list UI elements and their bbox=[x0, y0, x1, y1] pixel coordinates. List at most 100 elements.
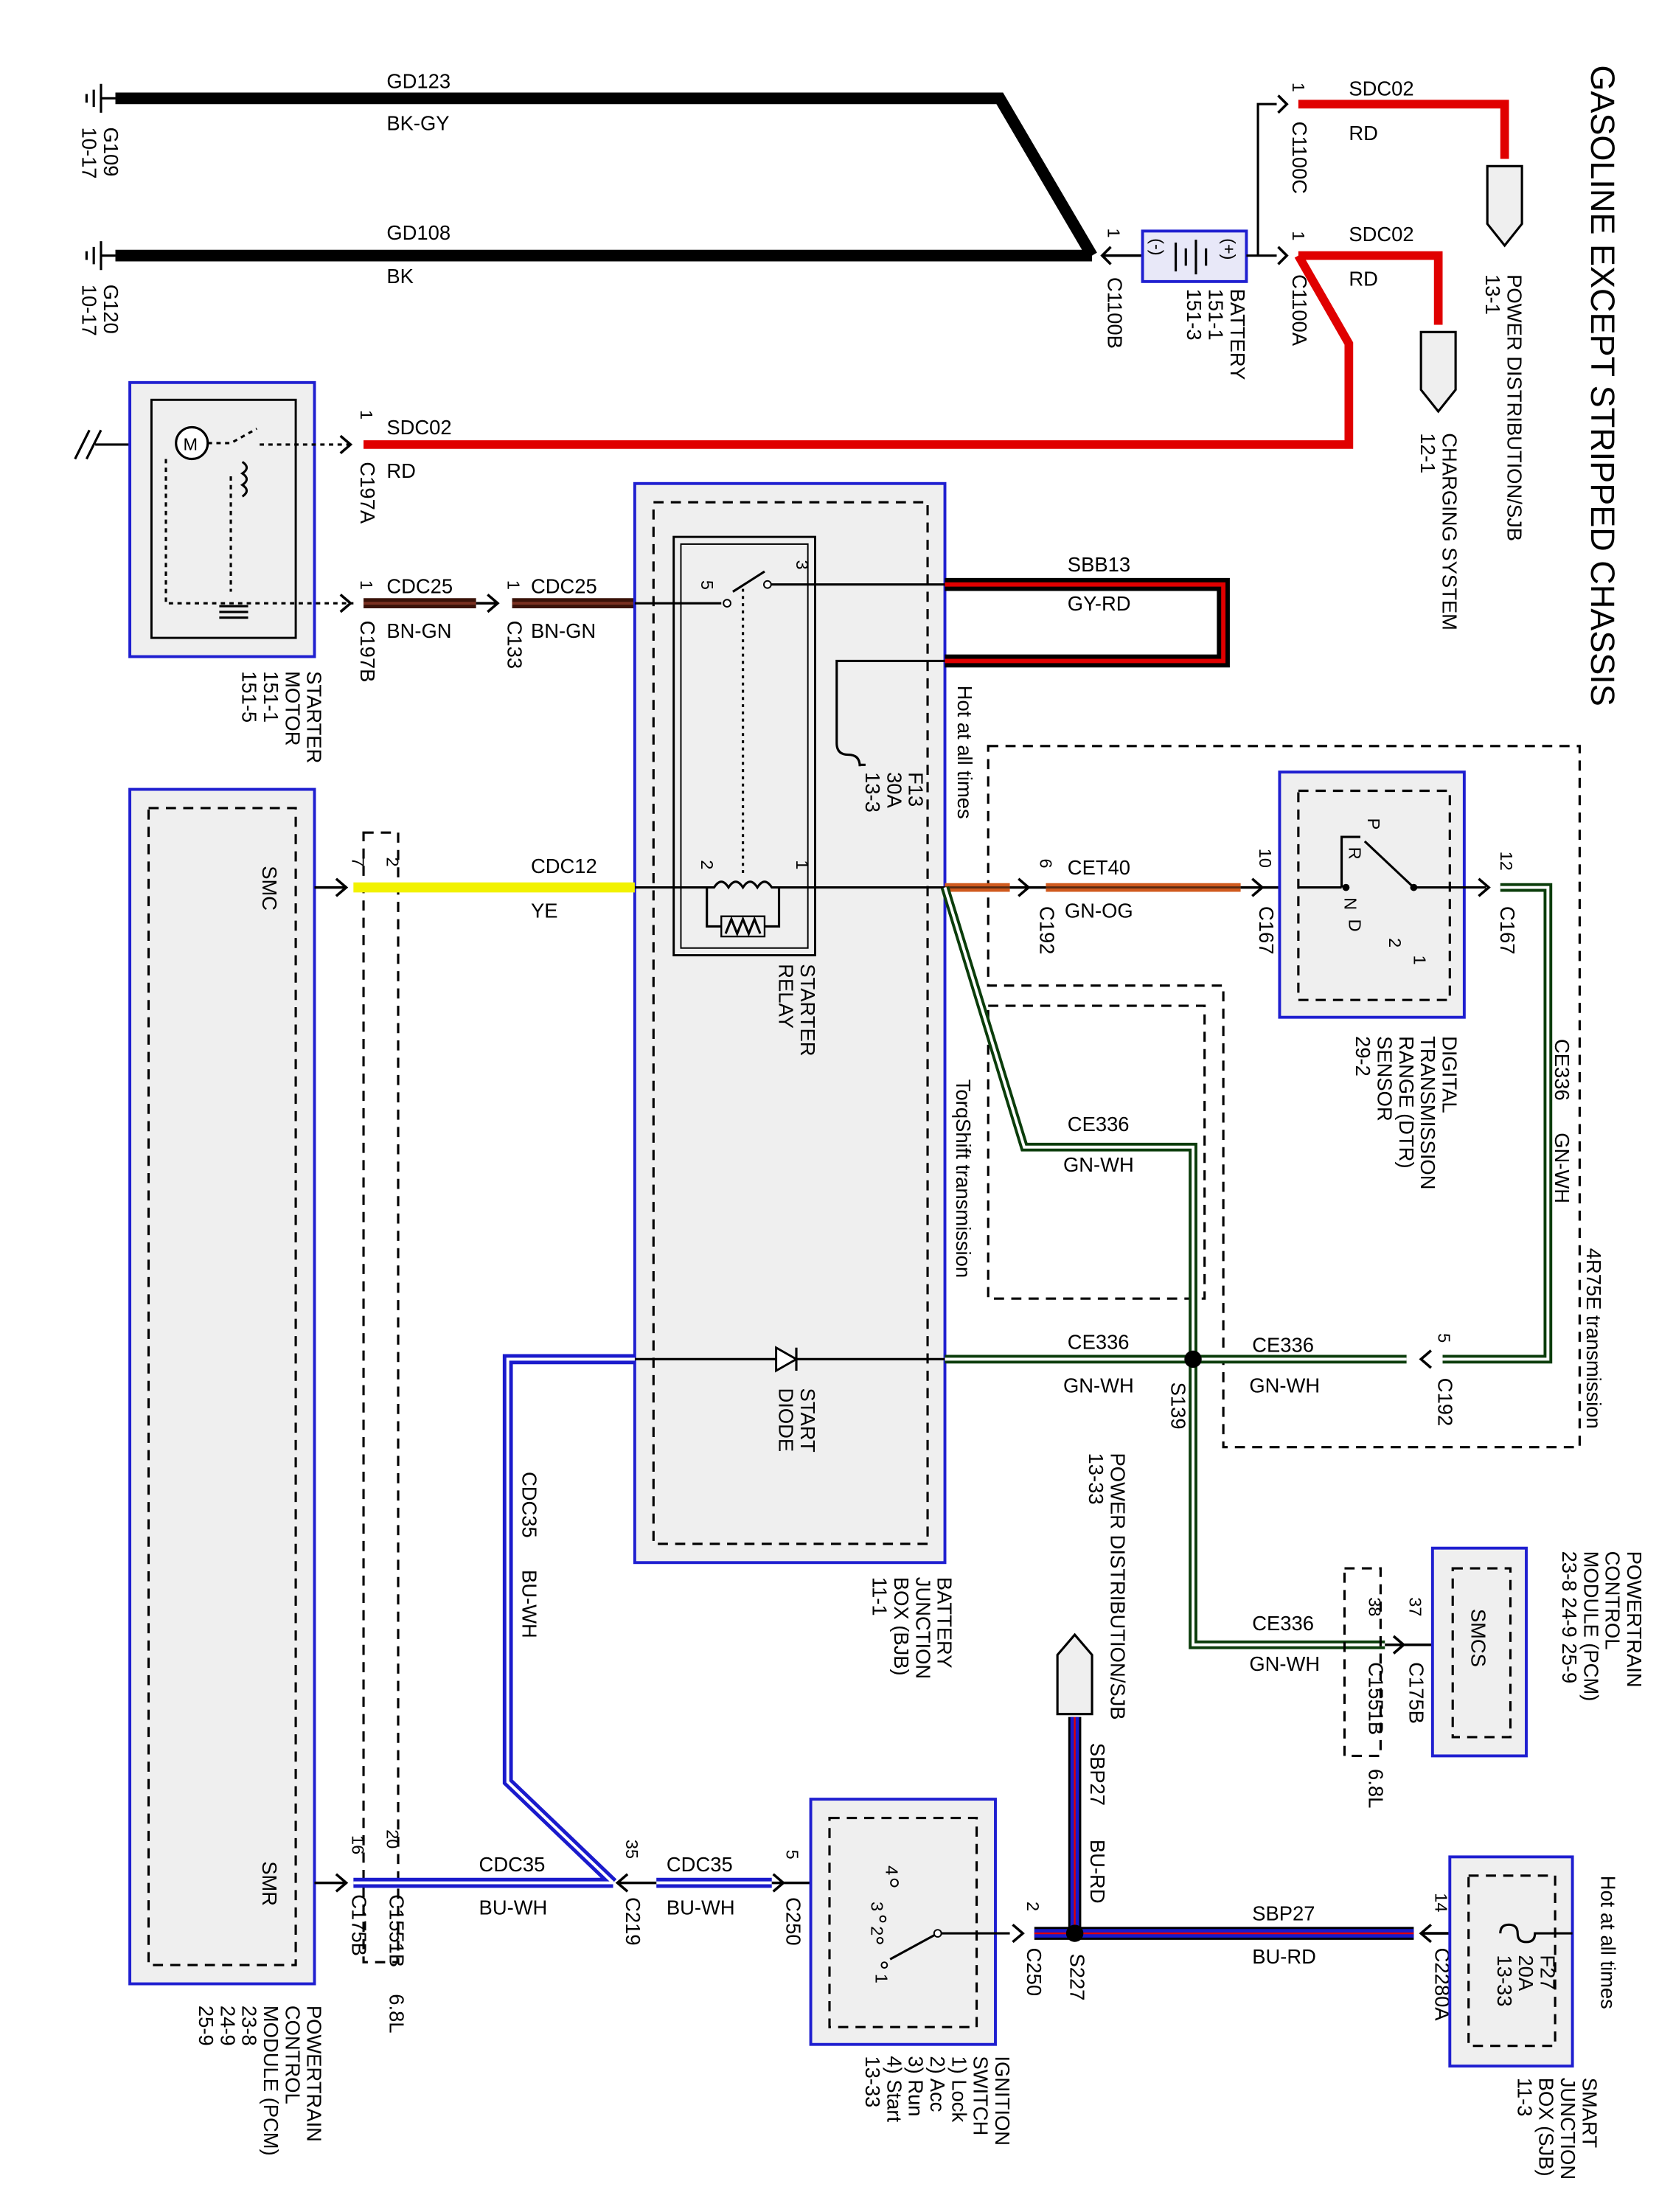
ground-g109: G109 10-17 bbox=[78, 83, 122, 179]
svg-text:BATTERY: BATTERY bbox=[933, 1577, 956, 1669]
wire-label: CE336 bbox=[1551, 1039, 1573, 1101]
connector-c1100b: 1 C1100B bbox=[1100, 228, 1143, 349]
svg-text:37: 37 bbox=[1406, 1597, 1425, 1616]
connector-c197a: 1 C197A bbox=[339, 410, 379, 524]
svg-text:(-): (-) bbox=[1147, 238, 1166, 255]
wire-color: RD bbox=[1349, 268, 1378, 291]
connector-c133: 1 C133 bbox=[476, 580, 526, 669]
wire-color: BN-GN bbox=[531, 619, 596, 642]
charging-system-connector[interactable]: CHARGING SYSTEM 12-1 bbox=[1416, 330, 1461, 630]
wire-label: SDC02 bbox=[386, 416, 451, 439]
wire-color: GN-WH bbox=[1063, 1374, 1134, 1397]
svg-text:1: 1 bbox=[1289, 231, 1308, 240]
wire-color: BU-WH bbox=[667, 1896, 735, 1919]
svg-text:G120: G120 bbox=[100, 285, 122, 334]
svg-text:RELAY: RELAY bbox=[775, 964, 798, 1029]
wire-color: RD bbox=[1349, 122, 1378, 145]
wire-gd123 bbox=[115, 92, 1097, 259]
svg-text:BATTERY: BATTERY bbox=[1226, 289, 1249, 380]
svg-text:3: 3 bbox=[868, 1902, 887, 1911]
svg-text:BOX (BJB): BOX (BJB) bbox=[890, 1577, 913, 1676]
wire-label: CDC25 bbox=[531, 574, 597, 597]
connector-c167-10: 10 C167 bbox=[1240, 849, 1298, 954]
wire-color: BU-WH bbox=[479, 1896, 548, 1919]
svg-text:S227: S227 bbox=[1066, 1953, 1089, 2000]
wire-label: SDC02 bbox=[1349, 77, 1413, 100]
svg-text:DIODE: DIODE bbox=[775, 1388, 798, 1453]
svg-text:1) Lock: 1) Lock bbox=[947, 2056, 970, 2122]
svg-text:SMR: SMR bbox=[258, 1861, 281, 1906]
svg-text:151-1: 151-1 bbox=[260, 671, 282, 723]
svg-text:6: 6 bbox=[1037, 858, 1056, 868]
svg-text:11-1: 11-1 bbox=[869, 1577, 891, 1616]
wire-label: CDC35 bbox=[479, 1853, 546, 1876]
wire-color: BK-GY bbox=[386, 111, 449, 134]
svg-text:3: 3 bbox=[793, 560, 812, 569]
svg-text:CONTROL: CONTROL bbox=[1601, 1551, 1624, 1650]
wire-label: SBP27 bbox=[1252, 1902, 1315, 1924]
wire-label: CE336 bbox=[1252, 1612, 1314, 1635]
svg-text:SWITCH: SWITCH bbox=[970, 2056, 992, 2135]
svg-text:F27: F27 bbox=[1537, 1955, 1559, 1989]
hot-at-all-times-label: Hot at all times bbox=[1597, 1876, 1620, 2009]
svg-text:SMART: SMART bbox=[1578, 2078, 1601, 2149]
wire-label: CE336 bbox=[1252, 1334, 1314, 1357]
svg-text:RANGE (DTR): RANGE (DTR) bbox=[1395, 1036, 1418, 1168]
svg-text:30A: 30A bbox=[883, 772, 905, 808]
connector-c1100c: 1 C1100C bbox=[1277, 83, 1311, 194]
wire-color: BU-RD bbox=[1252, 1945, 1316, 1968]
battery: (-) (+) BATTERY 151-1 151-3 bbox=[1141, 229, 1249, 380]
wire-color: GN-WH bbox=[1249, 1652, 1320, 1675]
wire-label: CET40 bbox=[1068, 856, 1130, 879]
svg-text:1: 1 bbox=[1289, 83, 1308, 92]
wire-label: CE336 bbox=[1068, 1113, 1130, 1135]
svg-text:SENSOR: SENSOR bbox=[1373, 1036, 1396, 1121]
connector-c1100a: 1 C1100A bbox=[1277, 231, 1311, 347]
hot-at-all-times-label: Hot at all times bbox=[953, 686, 976, 819]
svg-text:C192: C192 bbox=[1036, 906, 1059, 954]
svg-text:24-9: 24-9 bbox=[216, 2006, 239, 2046]
splice-s139: S139 bbox=[1167, 1350, 1202, 1430]
ignition-switch[interactable]: 4 3 2 1 IGNITION SWITCH 1) Lock 2) Acc 3… bbox=[809, 1798, 1014, 2146]
svg-text:C167: C167 bbox=[1255, 906, 1278, 954]
svg-text:12-1: 12-1 bbox=[1416, 433, 1439, 473]
wire-color: BK bbox=[386, 265, 414, 288]
wire-color: BU-WH bbox=[518, 1570, 540, 1638]
svg-text:16: 16 bbox=[348, 1835, 367, 1854]
svg-text:START: START bbox=[796, 1388, 819, 1453]
power-distribution-connector-2[interactable] bbox=[1056, 1632, 1093, 1716]
svg-text:1: 1 bbox=[504, 580, 524, 590]
torqshift-label: TorqShift transmission bbox=[952, 1079, 975, 1278]
svg-text:S139: S139 bbox=[1167, 1382, 1190, 1430]
svg-text:23-8 24-9 25-9: 23-8 24-9 25-9 bbox=[1558, 1551, 1581, 1684]
wire-label: CDC12 bbox=[531, 855, 597, 877]
battery-junction-box: BATTERY JUNCTION BOX (BJB) 11-1 Hot at a… bbox=[633, 481, 976, 1679]
pcm-left: SMC SMR POWERTRAIN CONTROL MODULE (PCM) … bbox=[128, 787, 326, 2156]
diagram-title: GASOLINE EXCEPT STRIPPED CHASSIS bbox=[1584, 65, 1621, 706]
svg-text:C1100A: C1100A bbox=[1288, 274, 1311, 347]
wire-label: SDC02 bbox=[1349, 223, 1413, 246]
svg-text:JUNCTION: JUNCTION bbox=[1557, 2078, 1579, 2180]
svg-text:G109: G109 bbox=[100, 128, 122, 177]
svg-text:1: 1 bbox=[872, 1974, 891, 1983]
ground-g120: G120 10-17 bbox=[78, 241, 122, 336]
region-4r75e bbox=[987, 745, 1581, 1449]
svg-text:13-1: 13-1 bbox=[1481, 274, 1504, 315]
svg-text:13-33: 13-33 bbox=[1493, 1955, 1516, 2006]
power-distribution-label-2: POWER DISTRIBUTION/SJB 13-33 bbox=[1085, 1453, 1129, 1720]
svg-text:CONTROL: CONTROL bbox=[281, 2006, 304, 2104]
connector-pcm-smc: 7 2 bbox=[314, 858, 402, 897]
svg-text:35: 35 bbox=[622, 1840, 641, 1859]
svg-text:151-5: 151-5 bbox=[238, 671, 261, 723]
svg-text:1: 1 bbox=[1410, 956, 1429, 965]
svg-text:C1551B: C1551B bbox=[385, 1894, 408, 1967]
svg-text:(+): (+) bbox=[1220, 238, 1239, 260]
svg-text:151-1: 151-1 bbox=[1205, 289, 1228, 341]
wire-color: BU-RD bbox=[1086, 1840, 1109, 1904]
splice-s227: S227 bbox=[1066, 1924, 1089, 2000]
power-distribution-connector[interactable]: POWER DISTRIBUTION/SJB 13-1 bbox=[1481, 164, 1526, 541]
svg-text:IGNITION: IGNITION bbox=[991, 2056, 1014, 2146]
wire-color: GN-WH bbox=[1249, 1374, 1320, 1397]
svg-text:C1100C: C1100C bbox=[1288, 122, 1311, 194]
wire-label: SBP27 bbox=[1086, 1743, 1109, 1806]
